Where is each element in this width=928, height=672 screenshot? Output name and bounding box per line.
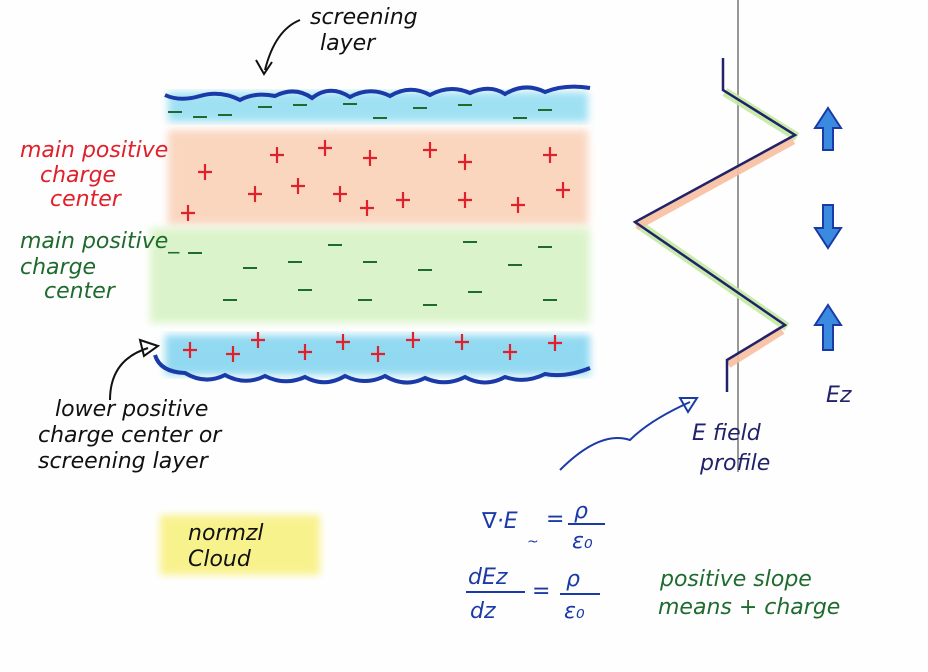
deriv-equals: =	[532, 579, 550, 604]
label-lower-positive: charge center or	[38, 423, 223, 448]
label-screening-layer: screening	[310, 5, 418, 30]
plus-charge	[270, 147, 284, 163]
plus-charge	[360, 200, 374, 216]
screening-pointer-arrow	[255, 19, 301, 76]
gauss-lhs: ∇·E	[481, 509, 518, 534]
arrow-up-icon	[813, 106, 843, 151]
plus-charge	[423, 142, 437, 158]
plus-charge	[548, 335, 562, 351]
label-main-negative: charge	[20, 255, 96, 280]
plus-charge	[363, 150, 377, 166]
plus-charge	[406, 332, 420, 348]
deriv-denominator: dz	[470, 599, 496, 624]
deriv-numerator: dEz	[468, 565, 508, 590]
negative-slope-highlight	[633, 136, 796, 368]
normal-cloud-swatch	[160, 515, 320, 575]
top-cloud-edge	[164, 84, 591, 103]
plus-charge	[396, 192, 410, 208]
plus-charge	[226, 346, 240, 362]
plus-charge	[291, 178, 305, 194]
plus-charge	[543, 147, 557, 163]
efield-pointer-arrow	[559, 397, 699, 471]
gauss-eps: ε₀	[572, 529, 593, 554]
deriv-eps: ε₀	[564, 599, 585, 624]
plus-charge	[371, 346, 385, 362]
note-positive-slope: positive slope	[659, 567, 812, 592]
plus-charge	[503, 344, 517, 360]
label-efield-profile: profile	[699, 451, 770, 476]
gauss-equals: =	[546, 507, 564, 532]
positive-charges	[181, 140, 570, 362]
label-normal-cloud: Cloud	[188, 547, 252, 572]
lower-layer-pointer-arrow	[109, 338, 161, 401]
gauss-rho: ρ	[574, 499, 588, 524]
bottom-cloud-edge	[153, 354, 591, 385]
plus-charge	[318, 140, 332, 156]
main-negative-band	[150, 228, 590, 323]
plus-charge	[458, 192, 472, 208]
label-lower-positive: lower positive	[55, 397, 208, 422]
label-screening-layer: layer	[320, 31, 377, 56]
label-lower-positive: screening layer	[38, 449, 210, 474]
plus-charge	[251, 332, 265, 348]
label-main-positive: charge	[40, 163, 116, 188]
negative-charges	[168, 103, 557, 306]
label-main-positive: center	[50, 187, 123, 212]
label-ez: Ez	[826, 383, 852, 408]
label-main-negative: main positive_	[20, 229, 180, 254]
label-main-positive: main positive	[20, 138, 168, 163]
note-positive-slope: means + charge	[658, 595, 840, 620]
plus-charge	[183, 342, 197, 358]
label-normal-cloud: normzl	[188, 521, 264, 546]
deriv-rho: ρ	[566, 567, 580, 592]
plus-charge	[458, 154, 472, 170]
arrow-down-icon	[813, 204, 843, 250]
plus-charge	[333, 186, 347, 202]
plus-charge	[198, 164, 212, 180]
plus-charge	[298, 344, 312, 360]
plus-charge	[511, 197, 525, 213]
plus-charge	[248, 186, 262, 202]
label-main-negative: center	[44, 279, 117, 304]
plus-charge	[455, 334, 469, 350]
label-efield-profile: E field	[692, 421, 762, 446]
main-positive-band	[168, 130, 588, 225]
vector-tilde: ~	[527, 534, 539, 550]
plus-charge	[181, 205, 195, 221]
plus-charge	[336, 334, 350, 350]
plus-charge	[556, 182, 570, 198]
efield-profile-line	[632, 58, 798, 392]
arrow-up-icon	[813, 303, 843, 351]
